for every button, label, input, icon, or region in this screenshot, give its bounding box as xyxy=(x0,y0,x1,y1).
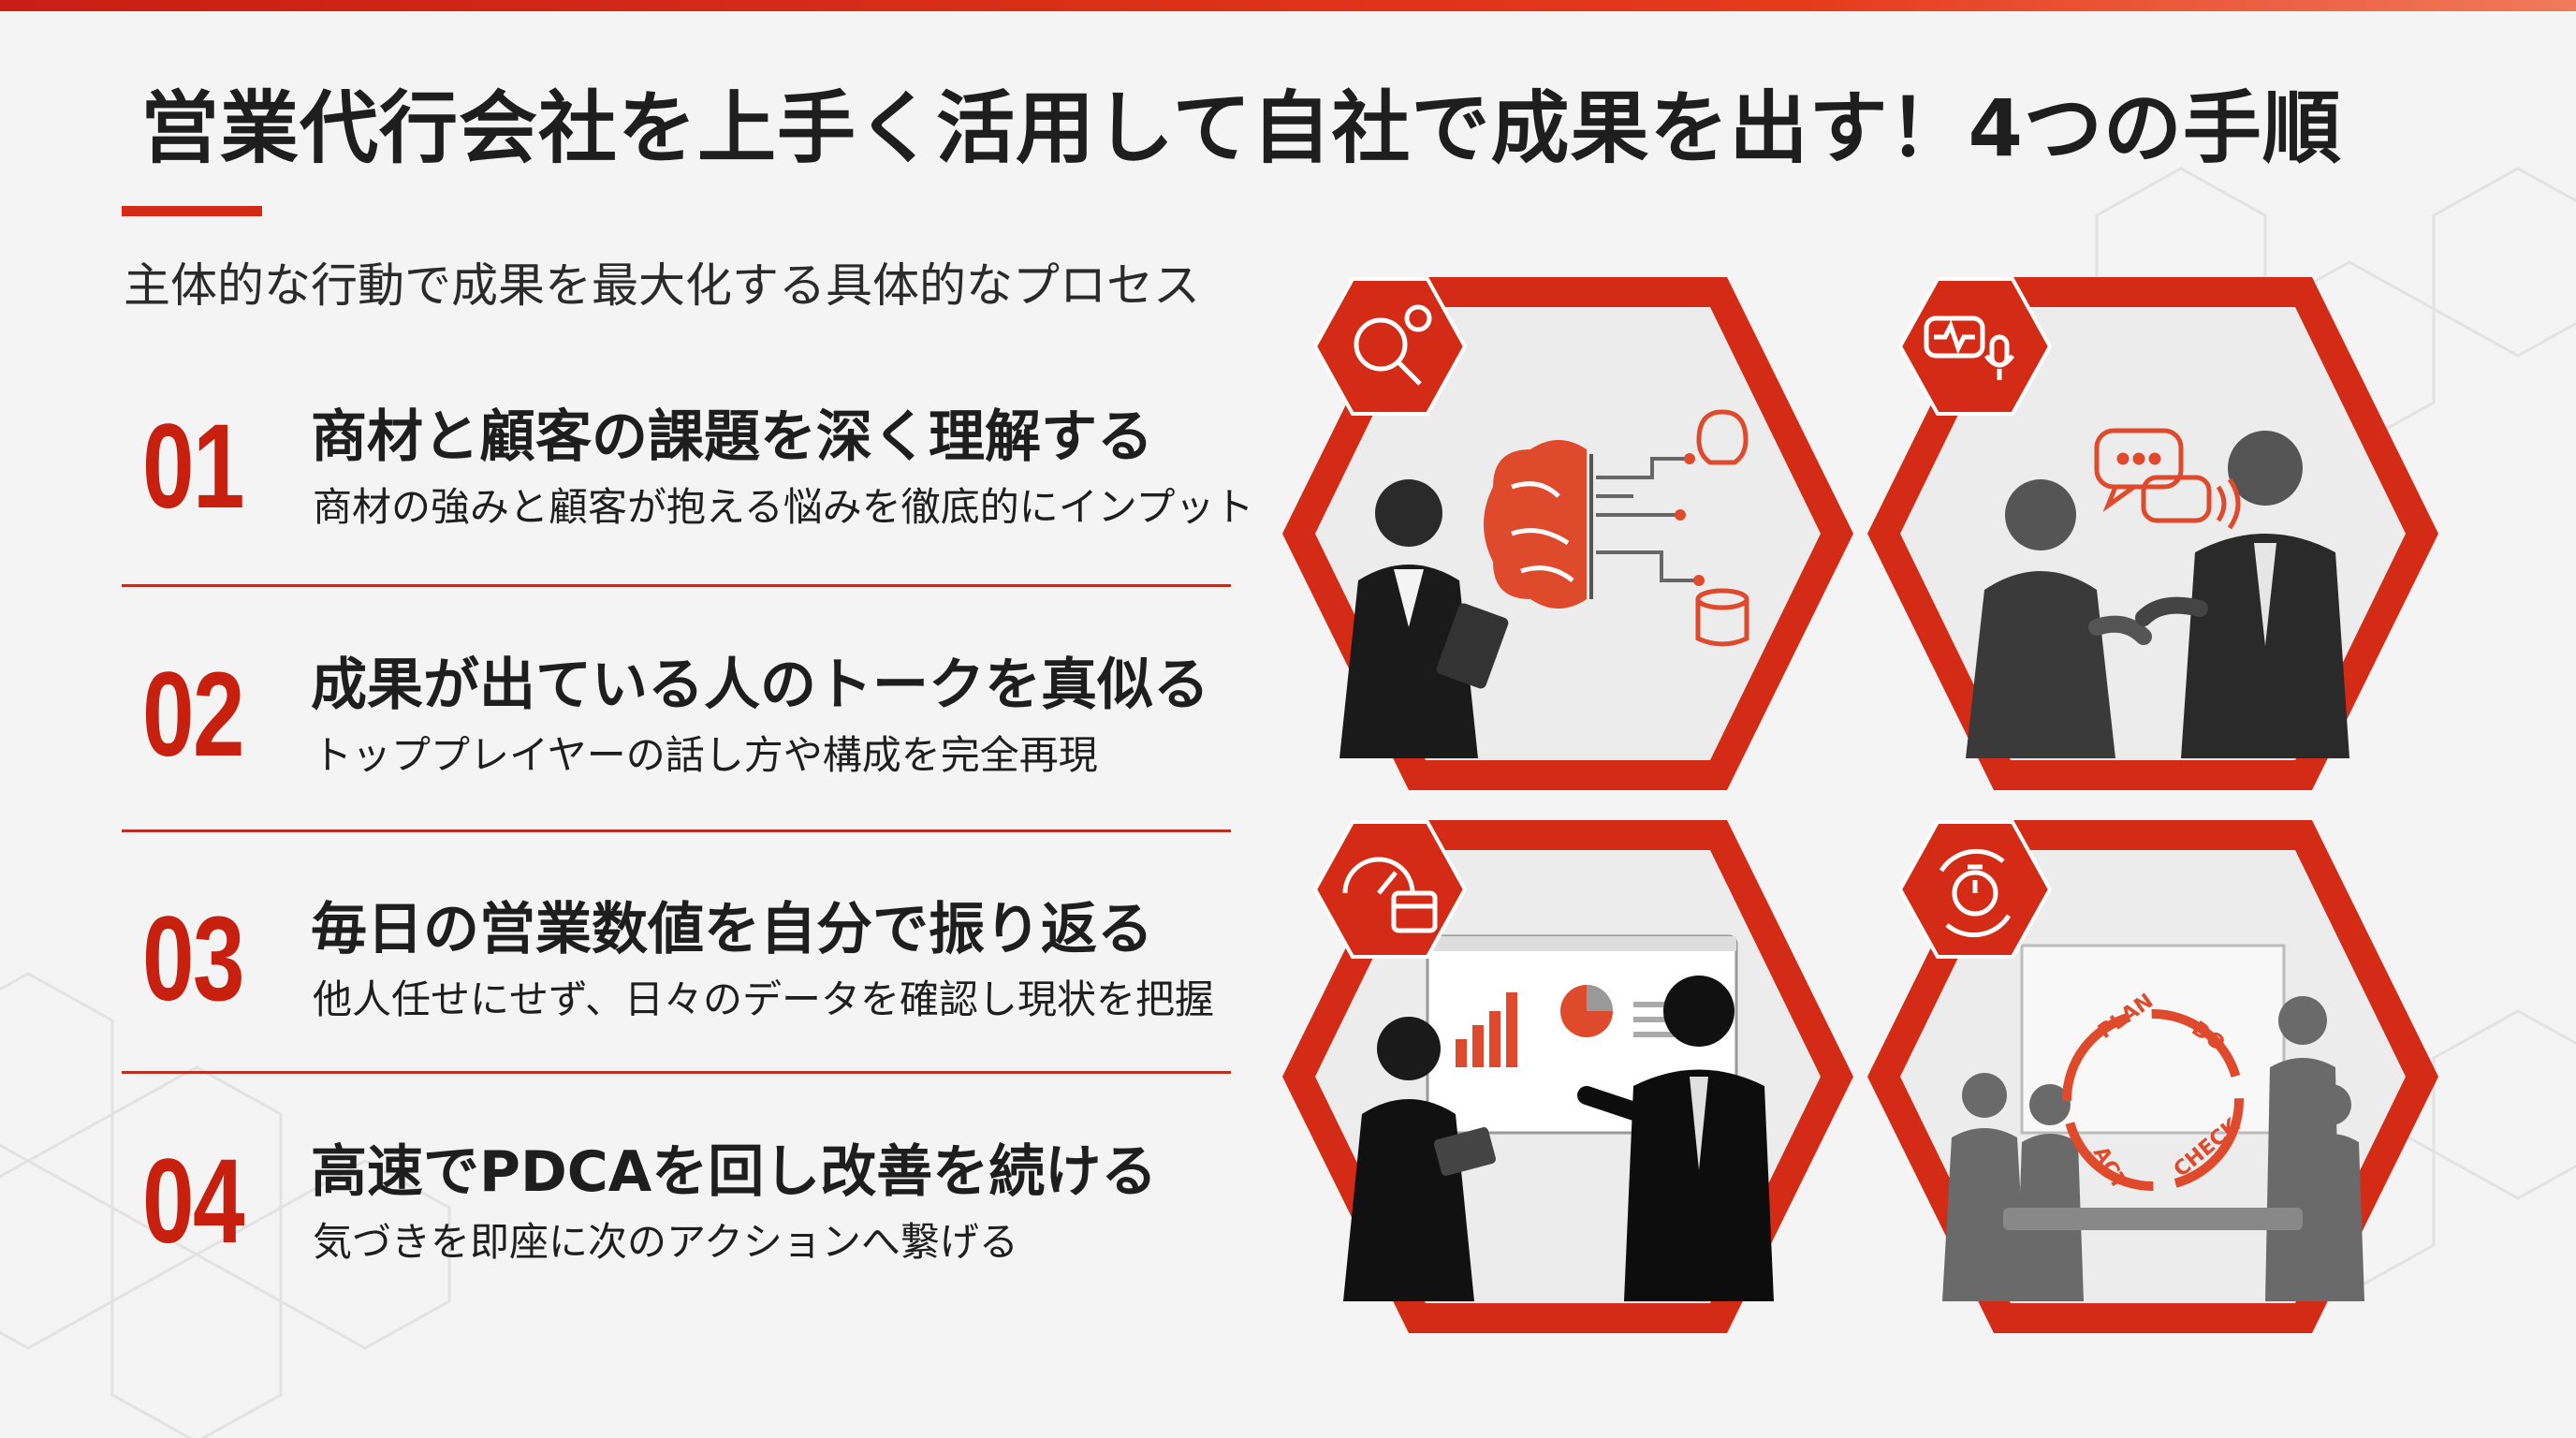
step-item: 03 毎日の営業数値を自分で振り返る 他人任せにせず、日々のデータを確認し現状を… xyxy=(122,839,1231,1082)
step-number: 02 xyxy=(142,648,244,782)
gauge-calendar-icon xyxy=(1342,857,1438,933)
man-speaking-figure xyxy=(2135,431,2349,758)
step-divider xyxy=(122,1071,1231,1074)
hex-panel-talk xyxy=(1863,271,2443,796)
brain-gear-magnifier-icon xyxy=(1354,304,1432,386)
stopwatch-cycle-icon xyxy=(1939,848,2012,938)
hex-panel-understand xyxy=(1278,271,1858,796)
step-item: 01 商材と顧客の課題を深く理解する 商材の強みと顧客が抱える悩みを徹底的にイン… xyxy=(122,346,1253,590)
step-heading: 毎日の営業数値を自分で振り返る xyxy=(311,897,1153,962)
brain-circuit-graphic xyxy=(1484,409,1749,647)
step-description: 気づきを即座に次のアクションへ繋げる xyxy=(313,1219,1018,1265)
meeting-people-figures xyxy=(1942,996,2364,1301)
man-pointing-figure xyxy=(1577,976,1774,1301)
hex-panel-pdca: PLAN DO CHECK ACT xyxy=(1863,814,2443,1339)
title-underline xyxy=(122,206,262,216)
step-divider xyxy=(122,829,1231,832)
step-heading: 商材と顧客の課題を深く理解する xyxy=(311,404,1153,470)
step-item: 04 高速でPDCAを回し改善を続ける 気づきを即座に次のアクションへ繋げる xyxy=(122,1081,1231,1325)
step-number: 01 xyxy=(142,400,244,534)
hex-panel-review xyxy=(1278,814,1858,1339)
speech-waveform-microphone-icon xyxy=(1924,315,2015,380)
step-divider xyxy=(122,584,1231,587)
businesswoman-tablet-figure xyxy=(1339,479,1509,758)
page-title: 営業代行会社を上手く活用して自社で成果を出す！4つの手順 xyxy=(140,82,2342,174)
top-accent-bar xyxy=(0,0,2576,11)
woman-tablet-figure xyxy=(1343,1017,1497,1301)
step-item: 02 成果が出ている人のトークを真似る トッププレイヤーの話し方や構成を完全再現 xyxy=(122,594,1231,838)
woman-speaking-figure xyxy=(1966,479,2152,758)
speech-bubbles-graphic xyxy=(2094,428,2241,530)
step-heading: 成果が出ている人のトークを真似る xyxy=(311,653,1209,718)
step-number: 03 xyxy=(142,892,244,1026)
step-description: 他人任せにせず、日々のデータを確認し現状を把握 xyxy=(313,976,1215,1022)
step-heading: 高速でPDCAを回し改善を続ける xyxy=(311,1139,1158,1205)
page-subtitle: 主体的な行動で成果を最大化する具体的なプロセス xyxy=(124,258,1200,313)
step-description: トッププレイヤーの話し方や構成を完全再現 xyxy=(313,732,1098,778)
step-number: 04 xyxy=(142,1135,244,1269)
step-description: 商材の強みと顧客が抱える悩みを徹底的にインプット xyxy=(313,484,1254,530)
